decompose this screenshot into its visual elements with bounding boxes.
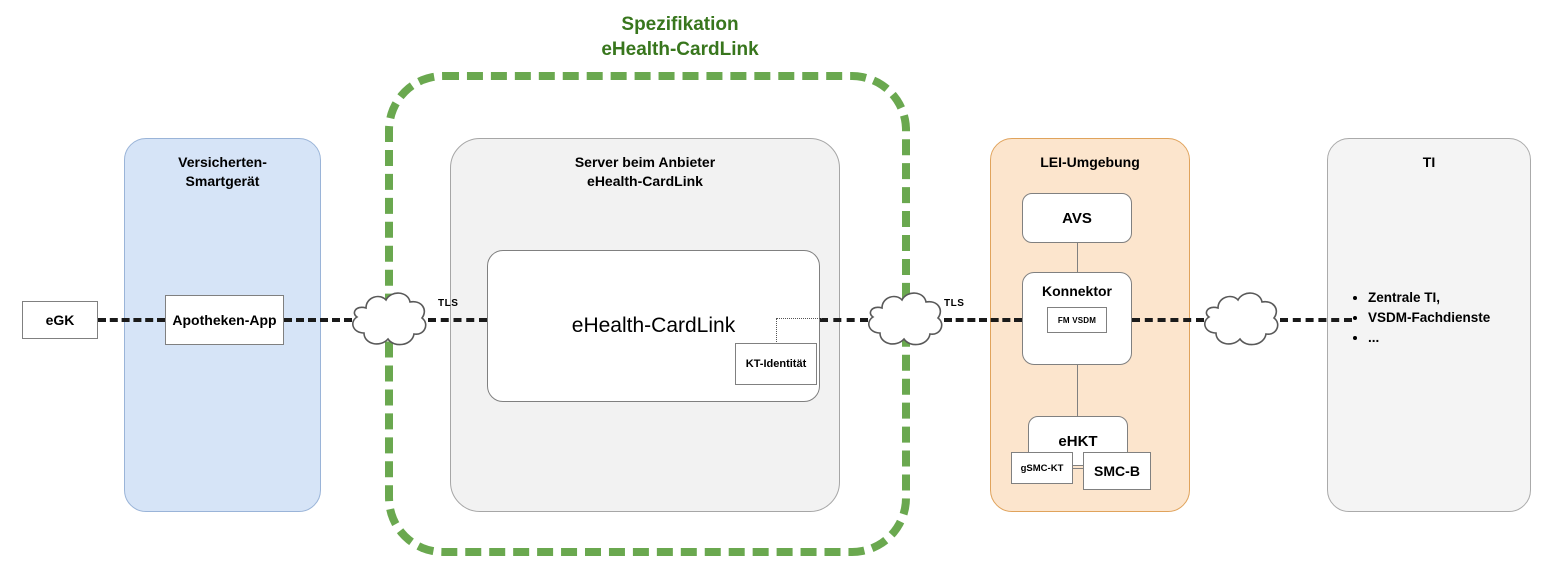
node-konnektor-label: Konnektor — [1042, 283, 1112, 299]
node-konnektor[interactable]: Konnektor FM VSDM — [1022, 272, 1132, 365]
zone-ti: TI — [1327, 138, 1531, 512]
zone-title-line1: Versicherten- — [178, 154, 267, 170]
node-egk[interactable]: eGK — [22, 301, 98, 339]
zone-lei-umgebung-title: LEI-Umgebung — [1040, 154, 1140, 170]
node-avs[interactable]: AVS — [1022, 193, 1132, 243]
tls-label-left: TLS — [438, 298, 459, 309]
zone-server-anbieter-title: Server beim Anbieter eHealth-CardLink — [451, 153, 839, 191]
zone-versicherten-smartgeraet: Versicherten- Smartgerät — [124, 138, 321, 512]
cloud-icon-right — [1198, 286, 1284, 352]
node-smc-b[interactable]: SMC-B — [1083, 452, 1151, 490]
cloud-icon-left — [346, 286, 432, 352]
list-item: Zentrale TI, — [1368, 288, 1527, 308]
cloud-icon-middle — [862, 286, 948, 352]
tls-label-right: TLS — [944, 298, 965, 309]
kt-identitaet-connector-horizontal — [776, 318, 822, 319]
node-kt-identitaet[interactable]: KT-Identität — [735, 343, 817, 385]
connector-konnektor-ehkt — [1077, 365, 1078, 416]
backbone-cardlink-to-cloud2 — [820, 318, 868, 322]
kt-identitaet-connector-vertical — [776, 318, 777, 344]
zone-ti-title: TI — [1422, 154, 1436, 170]
zone-title-line2: Smartgerät — [185, 173, 260, 189]
ti-service-list: Zentrale TI, VSDM-Fachdienste ... — [1352, 288, 1527, 348]
list-item: VSDM-Fachdienste — [1368, 308, 1527, 328]
spezifikation-title-line2: eHealth-CardLink — [601, 39, 759, 60]
node-gsmc-kt[interactable]: gSMC-KT — [1011, 452, 1073, 484]
zone-title-line1: Server beim Anbieter — [574, 154, 716, 170]
node-apotheken-app[interactable]: Apotheken-App — [165, 295, 284, 345]
spezifikation-title-line1: Spezifikation — [621, 14, 739, 35]
zone-versicherten-smartgeraet-title: Versicherten- Smartgerät — [125, 153, 320, 191]
connector-gsmckt-smcb — [1073, 468, 1085, 469]
zone-title-line2: eHealth-CardLink — [587, 173, 703, 189]
backbone-app-to-cloud1 — [284, 318, 352, 322]
backbone-egk-to-app — [98, 318, 165, 322]
spezifikation-title: Spezifikation eHealth-CardLink — [525, 12, 835, 62]
list-item: ... — [1368, 328, 1527, 348]
node-fm-vsdm[interactable]: FM VSDM — [1047, 307, 1107, 333]
backbone-cloud3-to-ti — [1280, 318, 1352, 322]
connector-avs-konnektor — [1077, 243, 1078, 272]
backbone-konnektor-to-cloud3 — [1132, 318, 1204, 322]
backbone-cloud2-to-konnektor — [944, 318, 1022, 322]
backbone-cloud1-to-cardlink — [428, 318, 487, 322]
